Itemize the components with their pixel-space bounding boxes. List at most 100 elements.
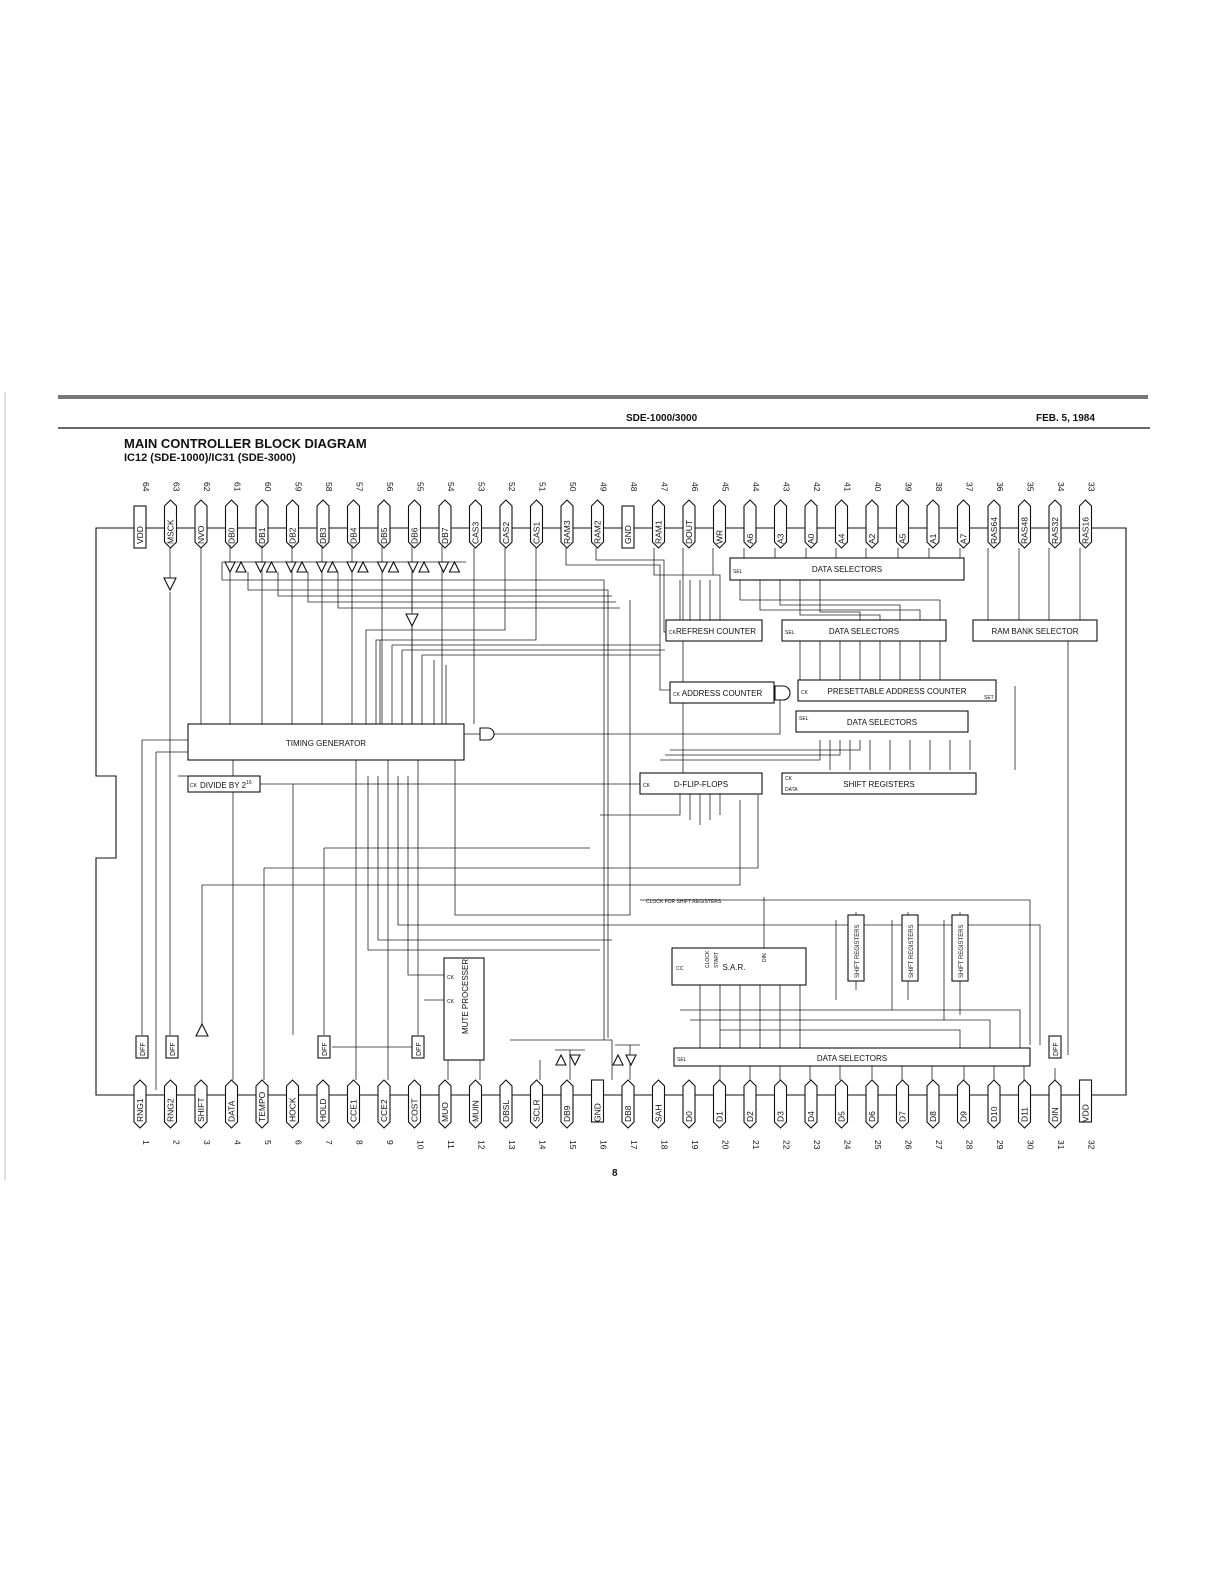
diagram-subtitle: IC12 (SDE-1000)/IC31 (SDE-3000) xyxy=(124,452,296,464)
pin-number: 5 xyxy=(263,1140,273,1145)
db9-buffer-in xyxy=(555,1053,567,1066)
pin-number: 61 xyxy=(233,482,243,492)
pin-number: 29 xyxy=(995,1140,1005,1150)
pin-number: 33 xyxy=(1087,482,1097,492)
pin-number: 12 xyxy=(477,1140,487,1150)
pin-label: A2 xyxy=(867,533,877,544)
pin-body xyxy=(682,499,696,549)
pin-body xyxy=(194,1079,208,1129)
pin-body xyxy=(621,1079,635,1129)
dff-label: DFF xyxy=(170,1042,177,1056)
dff-label: DFF xyxy=(140,1042,147,1056)
clock-port: CLOCK xyxy=(705,950,711,968)
chip-outline xyxy=(95,527,1127,1096)
pin-number: 21 xyxy=(751,1140,761,1150)
pin-number: 40 xyxy=(873,482,883,492)
pin-number: 22 xyxy=(782,1140,792,1150)
pin-number: 39 xyxy=(904,482,914,492)
pin-label: VDD xyxy=(1081,1104,1091,1122)
pin-body xyxy=(956,1079,971,1129)
pin-number: 31 xyxy=(1056,1140,1066,1150)
pin-body xyxy=(712,1079,727,1129)
bottom-pin-row: RNG11RNG22SHIFT3DATA4TEMPO5HOCK6HOLD7CCE… xyxy=(133,1079,1097,1150)
pin-number: 42 xyxy=(812,482,822,492)
pin-body xyxy=(895,1079,910,1129)
shift-registers-small-2-block xyxy=(901,914,919,982)
pin-body xyxy=(773,499,788,549)
pin-body xyxy=(834,499,849,549)
pin-label: D6 xyxy=(867,1111,877,1122)
sar-label: S.A.R. xyxy=(722,963,745,972)
pin-body xyxy=(956,499,971,549)
pin-number: 34 xyxy=(1056,482,1066,492)
pin-body xyxy=(590,1079,605,1123)
data-selectors-mid-block xyxy=(781,619,947,642)
pin-number: 2 xyxy=(172,1140,182,1145)
pin-label: HOLD xyxy=(318,1098,328,1122)
pin-label: D2 xyxy=(745,1111,755,1122)
pin-body xyxy=(834,1079,849,1129)
pin-label: DB9 xyxy=(562,1105,572,1122)
pin-number: 19 xyxy=(690,1140,700,1150)
data-selectors-mid-label: DATA SELECTORS xyxy=(829,627,899,636)
db-out-buffer xyxy=(437,561,450,574)
pin-body xyxy=(712,499,727,549)
pin-body xyxy=(163,499,178,549)
pin-number: 64 xyxy=(141,482,151,492)
pin-number: 44 xyxy=(751,482,761,492)
pin-number: 58 xyxy=(324,482,334,492)
pin-number: 28 xyxy=(965,1140,975,1150)
pin-label: CAS3 xyxy=(471,522,481,544)
bottom-pin-tempo: TEMPO 5 xyxy=(255,1079,273,1145)
pin-number: 55 xyxy=(416,482,426,492)
pin-number: 41 xyxy=(843,482,853,492)
address-counter-label: ADDRESS COUNTER xyxy=(682,689,763,698)
pin-number: 25 xyxy=(873,1140,883,1150)
db9-buffer-out xyxy=(569,1054,581,1067)
data-selectors-lower-block xyxy=(795,710,969,733)
ck-port-1: CK xyxy=(669,630,677,636)
data-selectors-bottom-label: DATA SELECTORS xyxy=(817,1054,887,1063)
pin-label: TEMPO xyxy=(257,1091,267,1122)
dff-label: DFF xyxy=(322,1042,329,1056)
data-selectors-bottom-block xyxy=(673,1047,1031,1067)
pin-body xyxy=(407,1079,422,1129)
set-port: SET xyxy=(984,695,994,701)
pin-body xyxy=(926,499,940,549)
pin-label: A3 xyxy=(776,533,786,544)
sel-port-3: SEL xyxy=(799,716,809,722)
pin-body xyxy=(529,1079,544,1129)
pin-number: 4 xyxy=(233,1140,243,1145)
pin-label: RAS64 xyxy=(989,517,999,544)
pin-label: D8 xyxy=(928,1111,938,1122)
pin-number: 20 xyxy=(721,1140,731,1150)
pin-body xyxy=(682,1079,696,1129)
db-in-buffer xyxy=(418,560,430,573)
pin-number: 10 xyxy=(416,1140,426,1150)
pin-label: D9 xyxy=(959,1111,969,1122)
pin-label: DB5 xyxy=(379,527,389,544)
pin-number: 11 xyxy=(446,1140,456,1149)
pin-body xyxy=(438,499,452,549)
pin-label: DATA xyxy=(227,1100,237,1122)
pin-number: 43 xyxy=(782,482,792,492)
pin-label: CAS1 xyxy=(532,522,542,544)
